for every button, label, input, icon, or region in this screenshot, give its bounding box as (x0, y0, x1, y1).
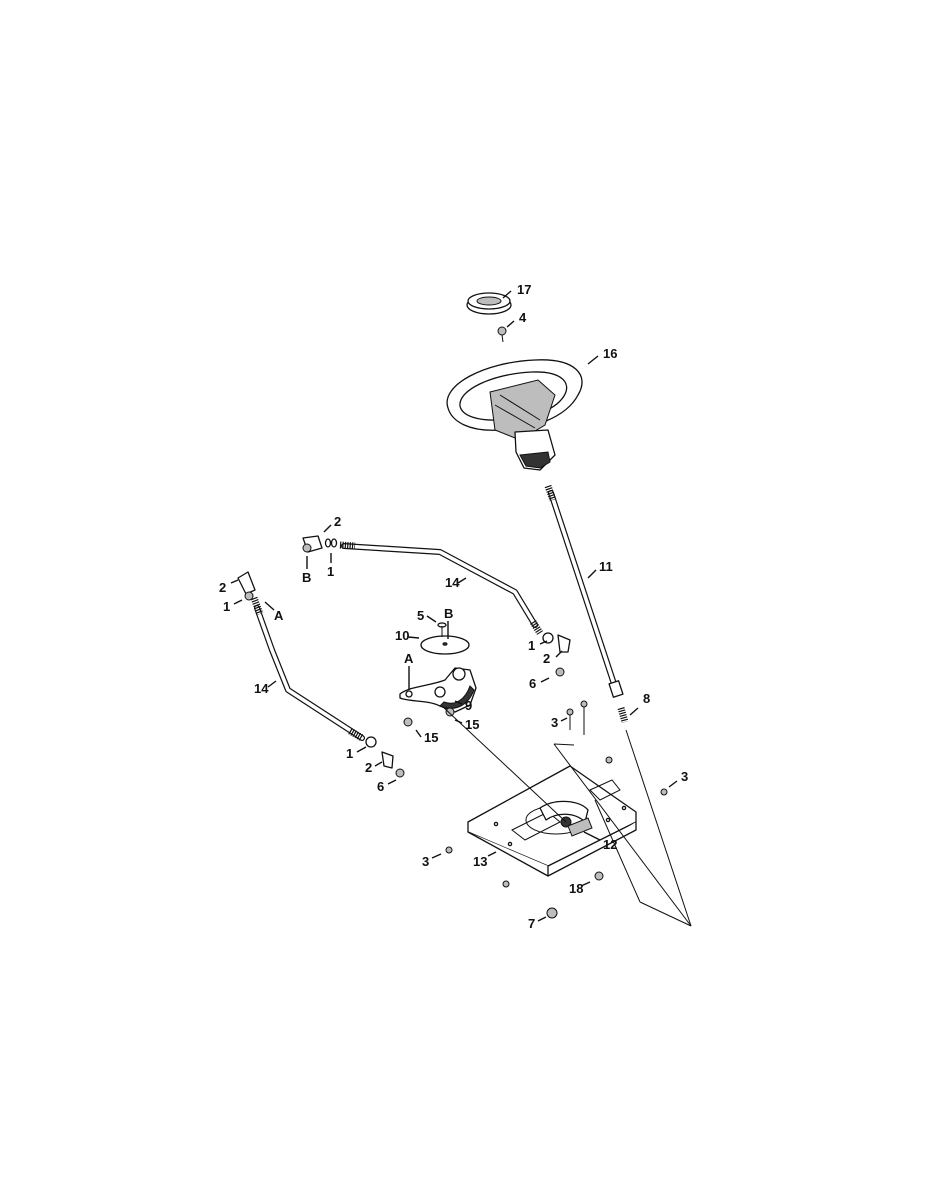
callout-2-right: 2 (543, 651, 550, 666)
upper-drag-link (339, 541, 543, 635)
left-upper-ball-joint (237, 571, 256, 601)
callout-18: 18 (569, 881, 583, 896)
callout-6-bottom: 6 (377, 779, 384, 794)
callout-2-top: 2 (334, 514, 341, 529)
callout-a-left: A (274, 608, 284, 623)
callout-a-mid: A (404, 651, 414, 666)
disc-bolt (437, 622, 447, 637)
callout-16: 16 (603, 346, 617, 361)
callout-9: 9 (465, 698, 472, 713)
assembly-guide-lines (441, 705, 692, 927)
plate-nuts (546, 871, 604, 919)
mounting-plate (467, 765, 637, 877)
callout-3-mid: 3 (551, 715, 558, 730)
hardware-bolts (445, 700, 668, 888)
callout-12: 12 (603, 837, 617, 852)
callout-b-top: B (302, 570, 311, 585)
callout-1-left: 1 (223, 599, 230, 614)
steering-shaft (544, 484, 624, 698)
wheel-screw (497, 326, 507, 343)
callout-10: 10 (395, 628, 409, 643)
callout-1-right: 1 (528, 638, 535, 653)
steering-wheel (446, 359, 583, 471)
leader-lines (230, 290, 678, 922)
callout-14-top: 14 (445, 575, 460, 590)
callout-2-left: 2 (219, 580, 226, 595)
sector-disc (420, 635, 470, 655)
sector-nuts (403, 707, 455, 727)
callout-17: 17 (517, 282, 531, 297)
callout-3-left: 3 (422, 854, 429, 869)
left-drag-link (250, 596, 365, 742)
callout-11: 11 (599, 559, 613, 574)
callout-15-a: 15 (424, 730, 438, 745)
callout-1-top: 1 (327, 564, 334, 579)
callout-6-right: 6 (529, 676, 536, 691)
callout-1-bottom: 1 (346, 746, 353, 761)
callout-7: 7 (528, 916, 535, 931)
callout-14-left: 14 (254, 681, 269, 696)
callout-b-mid: B (444, 606, 453, 621)
callout-2-bottom: 2 (365, 760, 372, 775)
callout-15-b: 15 (465, 717, 479, 732)
right-ball-joint (542, 632, 571, 677)
callout-labels: 17 4 16 11 2 1 B 14 2 1 A 14 5 B 10 A 9 … (219, 282, 688, 931)
callout-8: 8 (643, 691, 650, 706)
upper-ball-joint (302, 535, 338, 553)
callout-4: 4 (519, 310, 527, 325)
pinion-gear (617, 707, 629, 723)
callout-13: 13 (473, 854, 487, 869)
callout-3-right: 3 (681, 769, 688, 784)
lower-ball-joint (365, 736, 405, 778)
steering-wheel-cap (466, 292, 512, 315)
callout-5: 5 (417, 608, 424, 623)
sector-gear (399, 667, 477, 713)
